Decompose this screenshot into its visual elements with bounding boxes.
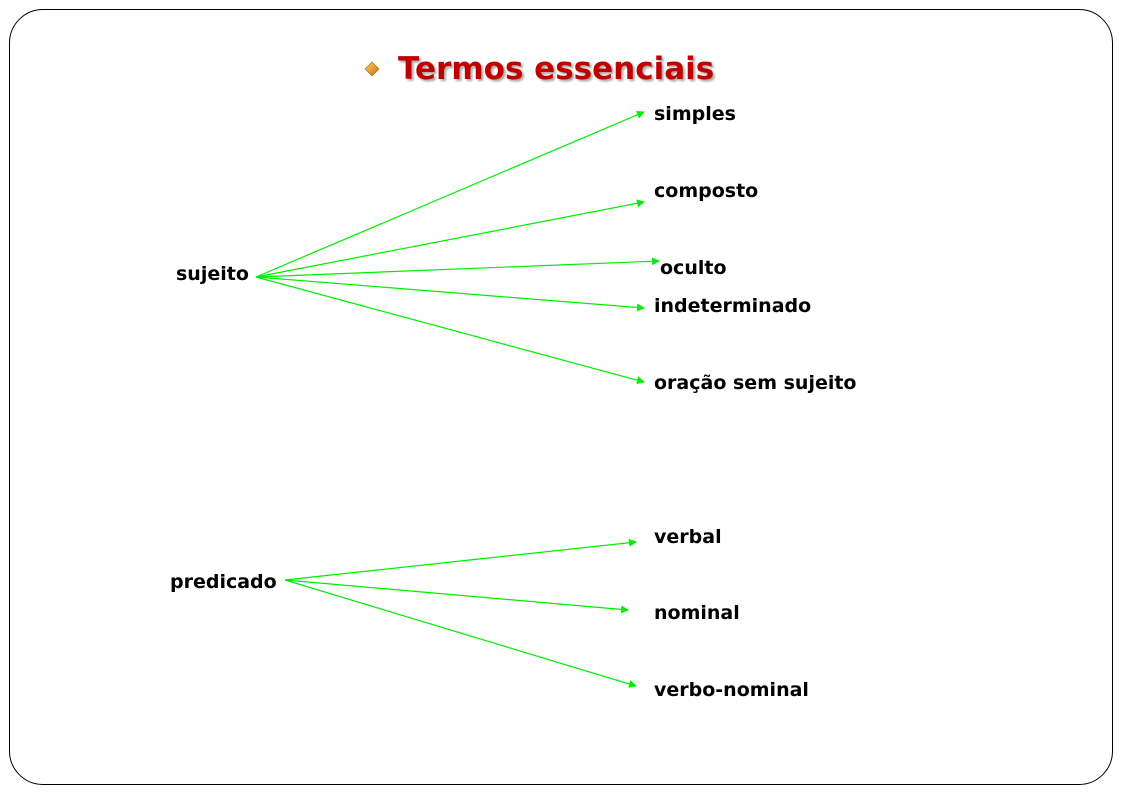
arrow-sujeito-oracao-sem-sujeito bbox=[255, 276, 645, 385]
arrow-predicado-verbo-nominal bbox=[284, 579, 637, 688]
arrow-sujeito-indeterminado bbox=[255, 276, 645, 312]
page-title: Termos essenciais bbox=[398, 51, 715, 87]
node-simples: simples bbox=[654, 103, 736, 125]
arrow-sujeito-composto bbox=[255, 199, 645, 278]
arrow-sujeito-oculto bbox=[255, 257, 660, 278]
node-oculto: oculto bbox=[660, 257, 727, 279]
arrow-predicado-nominal bbox=[284, 579, 629, 614]
slide-header: Termos essenciais bbox=[364, 47, 714, 91]
node-predicado: predicado bbox=[170, 571, 277, 593]
node-composto: composto bbox=[654, 180, 759, 202]
arrow-sujeito-simples bbox=[255, 111, 645, 278]
node-oracao-sem-sujeito: oração sem sujeito bbox=[654, 372, 857, 394]
node-indeterminado: indeterminado bbox=[654, 295, 812, 317]
arrow-predicado-verbal bbox=[284, 538, 637, 581]
node-sujeito: sujeito bbox=[176, 263, 249, 285]
node-verbo-nominal: verbo-nominal bbox=[654, 679, 809, 701]
node-verbal: verbal bbox=[654, 526, 722, 548]
diamond-bullet-icon bbox=[364, 61, 380, 77]
slide-frame bbox=[9, 9, 1113, 785]
node-nominal: nominal bbox=[654, 602, 740, 624]
